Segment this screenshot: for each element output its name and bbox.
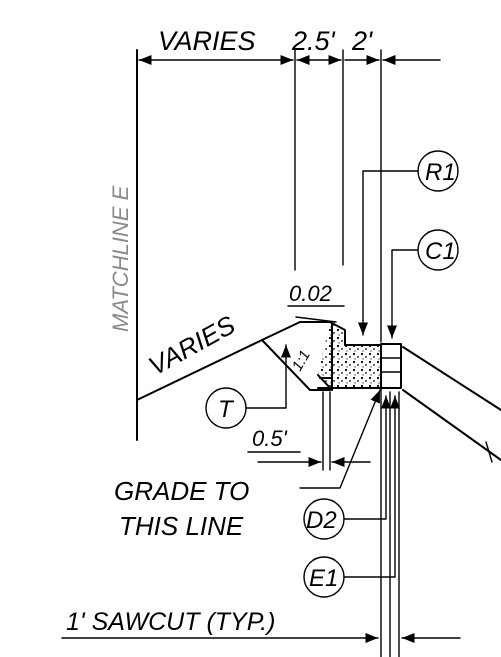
slope-label: 0.02 xyxy=(289,281,332,306)
callout-t-leader xyxy=(245,344,292,409)
curb-gravel-fill xyxy=(318,322,381,388)
grade-note-leader xyxy=(299,389,381,489)
callout-e1-leader xyxy=(343,395,401,578)
callout-e1-text: E1 xyxy=(309,565,338,592)
dim-varies-top: VARIES xyxy=(158,26,256,56)
pavement-edge-box xyxy=(380,343,402,389)
curb-top xyxy=(329,321,382,346)
callout-d2-leader xyxy=(343,395,392,520)
dim-2: 2' xyxy=(351,26,373,56)
slope-varies-label: VARIES xyxy=(143,309,240,381)
callout-r1-leader xyxy=(357,170,419,336)
sawcut-note: 1' SAWCUT (TYP.) xyxy=(66,608,275,636)
matchline-label: MATCHLINE E xyxy=(108,185,133,332)
roadway-line-1 xyxy=(402,346,501,411)
ground-profile xyxy=(136,321,331,401)
dim-05: 0.5' xyxy=(252,426,288,451)
roadway-line-2 xyxy=(402,389,501,461)
grade-note-line2: THIS LINE xyxy=(119,511,244,541)
callout-d2-text: D2 xyxy=(306,507,337,534)
callout-c1-text: C1 xyxy=(425,238,456,265)
roadway-label-fragment xyxy=(485,441,493,463)
callout-c1-leader xyxy=(386,249,419,339)
slope-ratio: 1:1 xyxy=(289,347,314,374)
dim-25: 2.5' xyxy=(291,26,336,56)
grade-note-line1: GRADE TO xyxy=(114,476,249,506)
callout-r1-text: R1 xyxy=(425,159,456,186)
embankment-slope xyxy=(261,339,331,391)
callout-t-text: T xyxy=(218,396,235,423)
